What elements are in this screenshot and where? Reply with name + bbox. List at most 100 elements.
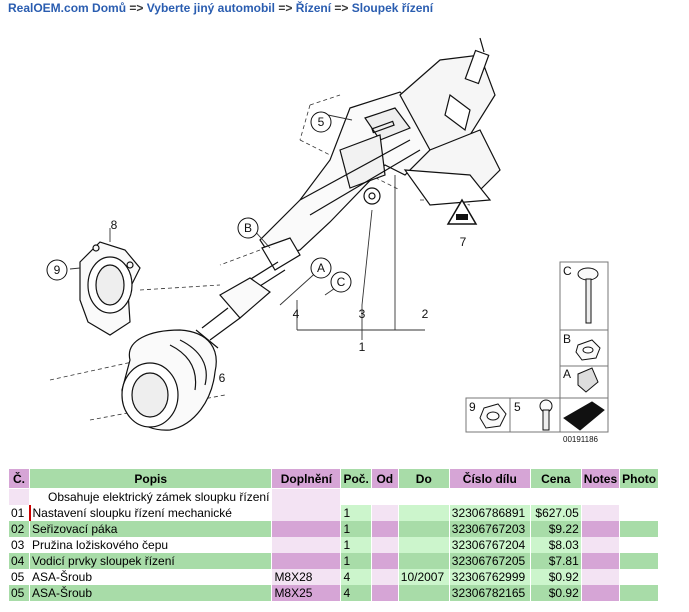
detail-label-a: A <box>563 367 571 381</box>
breadcrumb-home-link[interactable]: RealOEM.com Domů <box>8 1 127 15</box>
cell-description: ASA-Šroub <box>28 585 273 601</box>
cell-quantity: 1 <box>340 537 372 553</box>
cell-part-number[interactable]: 32306786891 <box>448 505 531 521</box>
cell-part-number[interactable]: 32306762999 <box>448 569 531 585</box>
cell-description: Vodicí prvky sloupek řízení <box>28 553 273 569</box>
label-6: 6 <box>219 371 226 385</box>
cell-notes <box>580 553 621 569</box>
cell-from <box>370 569 399 585</box>
cell-description: Pružina ložiskového čepu <box>28 537 273 553</box>
cell-supplement: M8X28 <box>271 569 342 585</box>
cell-to <box>397 521 450 537</box>
callout-a: A <box>317 261 325 275</box>
label-3: 3 <box>359 307 366 321</box>
cell-part-number[interactable]: 32306767205 <box>448 553 531 569</box>
detail-label-9: 9 <box>469 400 476 414</box>
col-header-number: Č. <box>8 468 30 489</box>
flange-part-8 <box>79 241 141 336</box>
table-row[interactable]: 03 Pružina ložiskového čepu 1 3230676720… <box>8 537 660 553</box>
boot-part-6 <box>121 329 217 431</box>
cell-notes <box>580 569 621 585</box>
table-header-row: Č. Popis Doplnění Poč. Od Do Číslo dílu … <box>8 468 660 489</box>
cell-quantity: 4 <box>340 569 372 585</box>
cell-notes <box>580 585 621 601</box>
table-row[interactable]: 04 Vodicí prvky sloupek řízení 1 3230676… <box>8 553 660 569</box>
cell-photo <box>619 569 660 585</box>
table-row[interactable]: 02 Seřizovací páka 1 32306767203 $9.22 <box>8 521 660 537</box>
table-row[interactable]: 01 Nastavení sloupku řízení mechanické 1… <box>8 505 660 521</box>
warning-label-part-7 <box>446 198 478 225</box>
cell-from <box>370 521 399 537</box>
cell-supplement <box>271 521 342 537</box>
cell-part-number[interactable]: 32306767204 <box>448 537 531 553</box>
label-2: 2 <box>422 307 429 321</box>
cell-from <box>370 553 399 569</box>
label-4: 4 <box>293 307 300 321</box>
cell-number: 03 <box>8 537 30 553</box>
cell-to <box>397 537 450 553</box>
table-row[interactable]: 05 ASA-Šroub M8X25 4 32306782165 $0.92 <box>8 585 660 601</box>
cell-description: ASA-Šroub <box>28 569 273 585</box>
cell-quantity: 4 <box>340 585 372 601</box>
cell-from <box>370 585 399 601</box>
steering-column-drawing <box>195 37 501 349</box>
cell-number: 05 <box>8 569 30 585</box>
cell-photo <box>619 585 660 601</box>
breadcrumb: RealOEM.com Domů => Vyberte jiný automob… <box>8 1 433 15</box>
cell-price: $0.92 <box>529 585 582 601</box>
callout-9: 9 <box>54 263 61 277</box>
cell-supplement <box>271 553 342 569</box>
cell-to <box>397 505 450 521</box>
cell-number: 02 <box>8 521 30 537</box>
cell-supplement: M8X25 <box>271 585 342 601</box>
breadcrumb-choose-car-link[interactable]: Vyberte jiný automobil <box>146 1 275 15</box>
note-text: Obsahuje elektrický zámek sloupku řízení <box>28 488 273 505</box>
cell-price: $9.22 <box>529 521 582 537</box>
label-1: 1 <box>359 340 366 354</box>
cell-part-number[interactable]: 32306782165 <box>448 585 531 601</box>
table-note-row: Obsahuje elektrický zámek sloupku řízení <box>8 488 660 505</box>
cell-notes <box>580 521 621 537</box>
col-header-to: Do <box>397 468 450 489</box>
breadcrumb-section-link[interactable]: Řízení <box>295 1 332 15</box>
callout-markers: 5 B A C 9 <box>46 111 352 293</box>
breadcrumb-separator: => <box>278 1 293 15</box>
col-header-description: Popis <box>28 468 273 489</box>
cell-description: Seřizovací páka <box>28 521 273 537</box>
cell-quantity: 1 <box>340 505 372 521</box>
col-header-from: Od <box>370 468 399 489</box>
cell-quantity: 1 <box>340 553 372 569</box>
callout-b: B <box>244 221 252 235</box>
breadcrumb-current-link[interactable]: Sloupek řízení <box>351 1 434 15</box>
cell-supplement <box>271 505 342 521</box>
cell-number: 04 <box>8 553 30 569</box>
breadcrumb-separator: => <box>334 1 349 15</box>
cell-photo <box>619 521 660 537</box>
cell-photo <box>619 553 660 569</box>
label-7: 7 <box>460 235 467 249</box>
cell-photo <box>619 537 660 553</box>
detail-label-b: B <box>563 332 571 346</box>
table-row[interactable]: 05 ASA-Šroub M8X28 4 10/2007 32306762999… <box>8 569 660 585</box>
detail-parts <box>479 267 605 431</box>
cell-notes <box>580 505 621 521</box>
cell-from <box>370 505 399 521</box>
col-header-notes: Notes <box>580 468 621 489</box>
detail-label-c: C <box>563 264 572 278</box>
cell-part-number[interactable]: 32306767203 <box>448 521 531 537</box>
cell-number: 01 <box>8 505 30 521</box>
callout-5: 5 <box>318 115 325 129</box>
cell-notes <box>580 537 621 553</box>
cell-description: Nastavení sloupku řízení mechanické <box>28 505 273 521</box>
cell-price: $627.05 <box>529 505 582 521</box>
cell-price: $7.81 <box>529 553 582 569</box>
detail-label-5: 5 <box>514 400 521 414</box>
cell-to <box>397 553 450 569</box>
cell-number: 05 <box>8 585 30 601</box>
cell-from <box>370 537 399 553</box>
parts-diagram-svg: 5 B A C 9 8 6 7 4 3 2 1 C B A 9 5 0 <box>46 37 609 444</box>
callout-c: C <box>337 275 346 289</box>
cell-price: $0.92 <box>529 569 582 585</box>
parts-table: Č. Popis Doplnění Poč. Od Do Číslo dílu … <box>8 468 660 601</box>
breadcrumb-separator: => <box>129 1 144 15</box>
